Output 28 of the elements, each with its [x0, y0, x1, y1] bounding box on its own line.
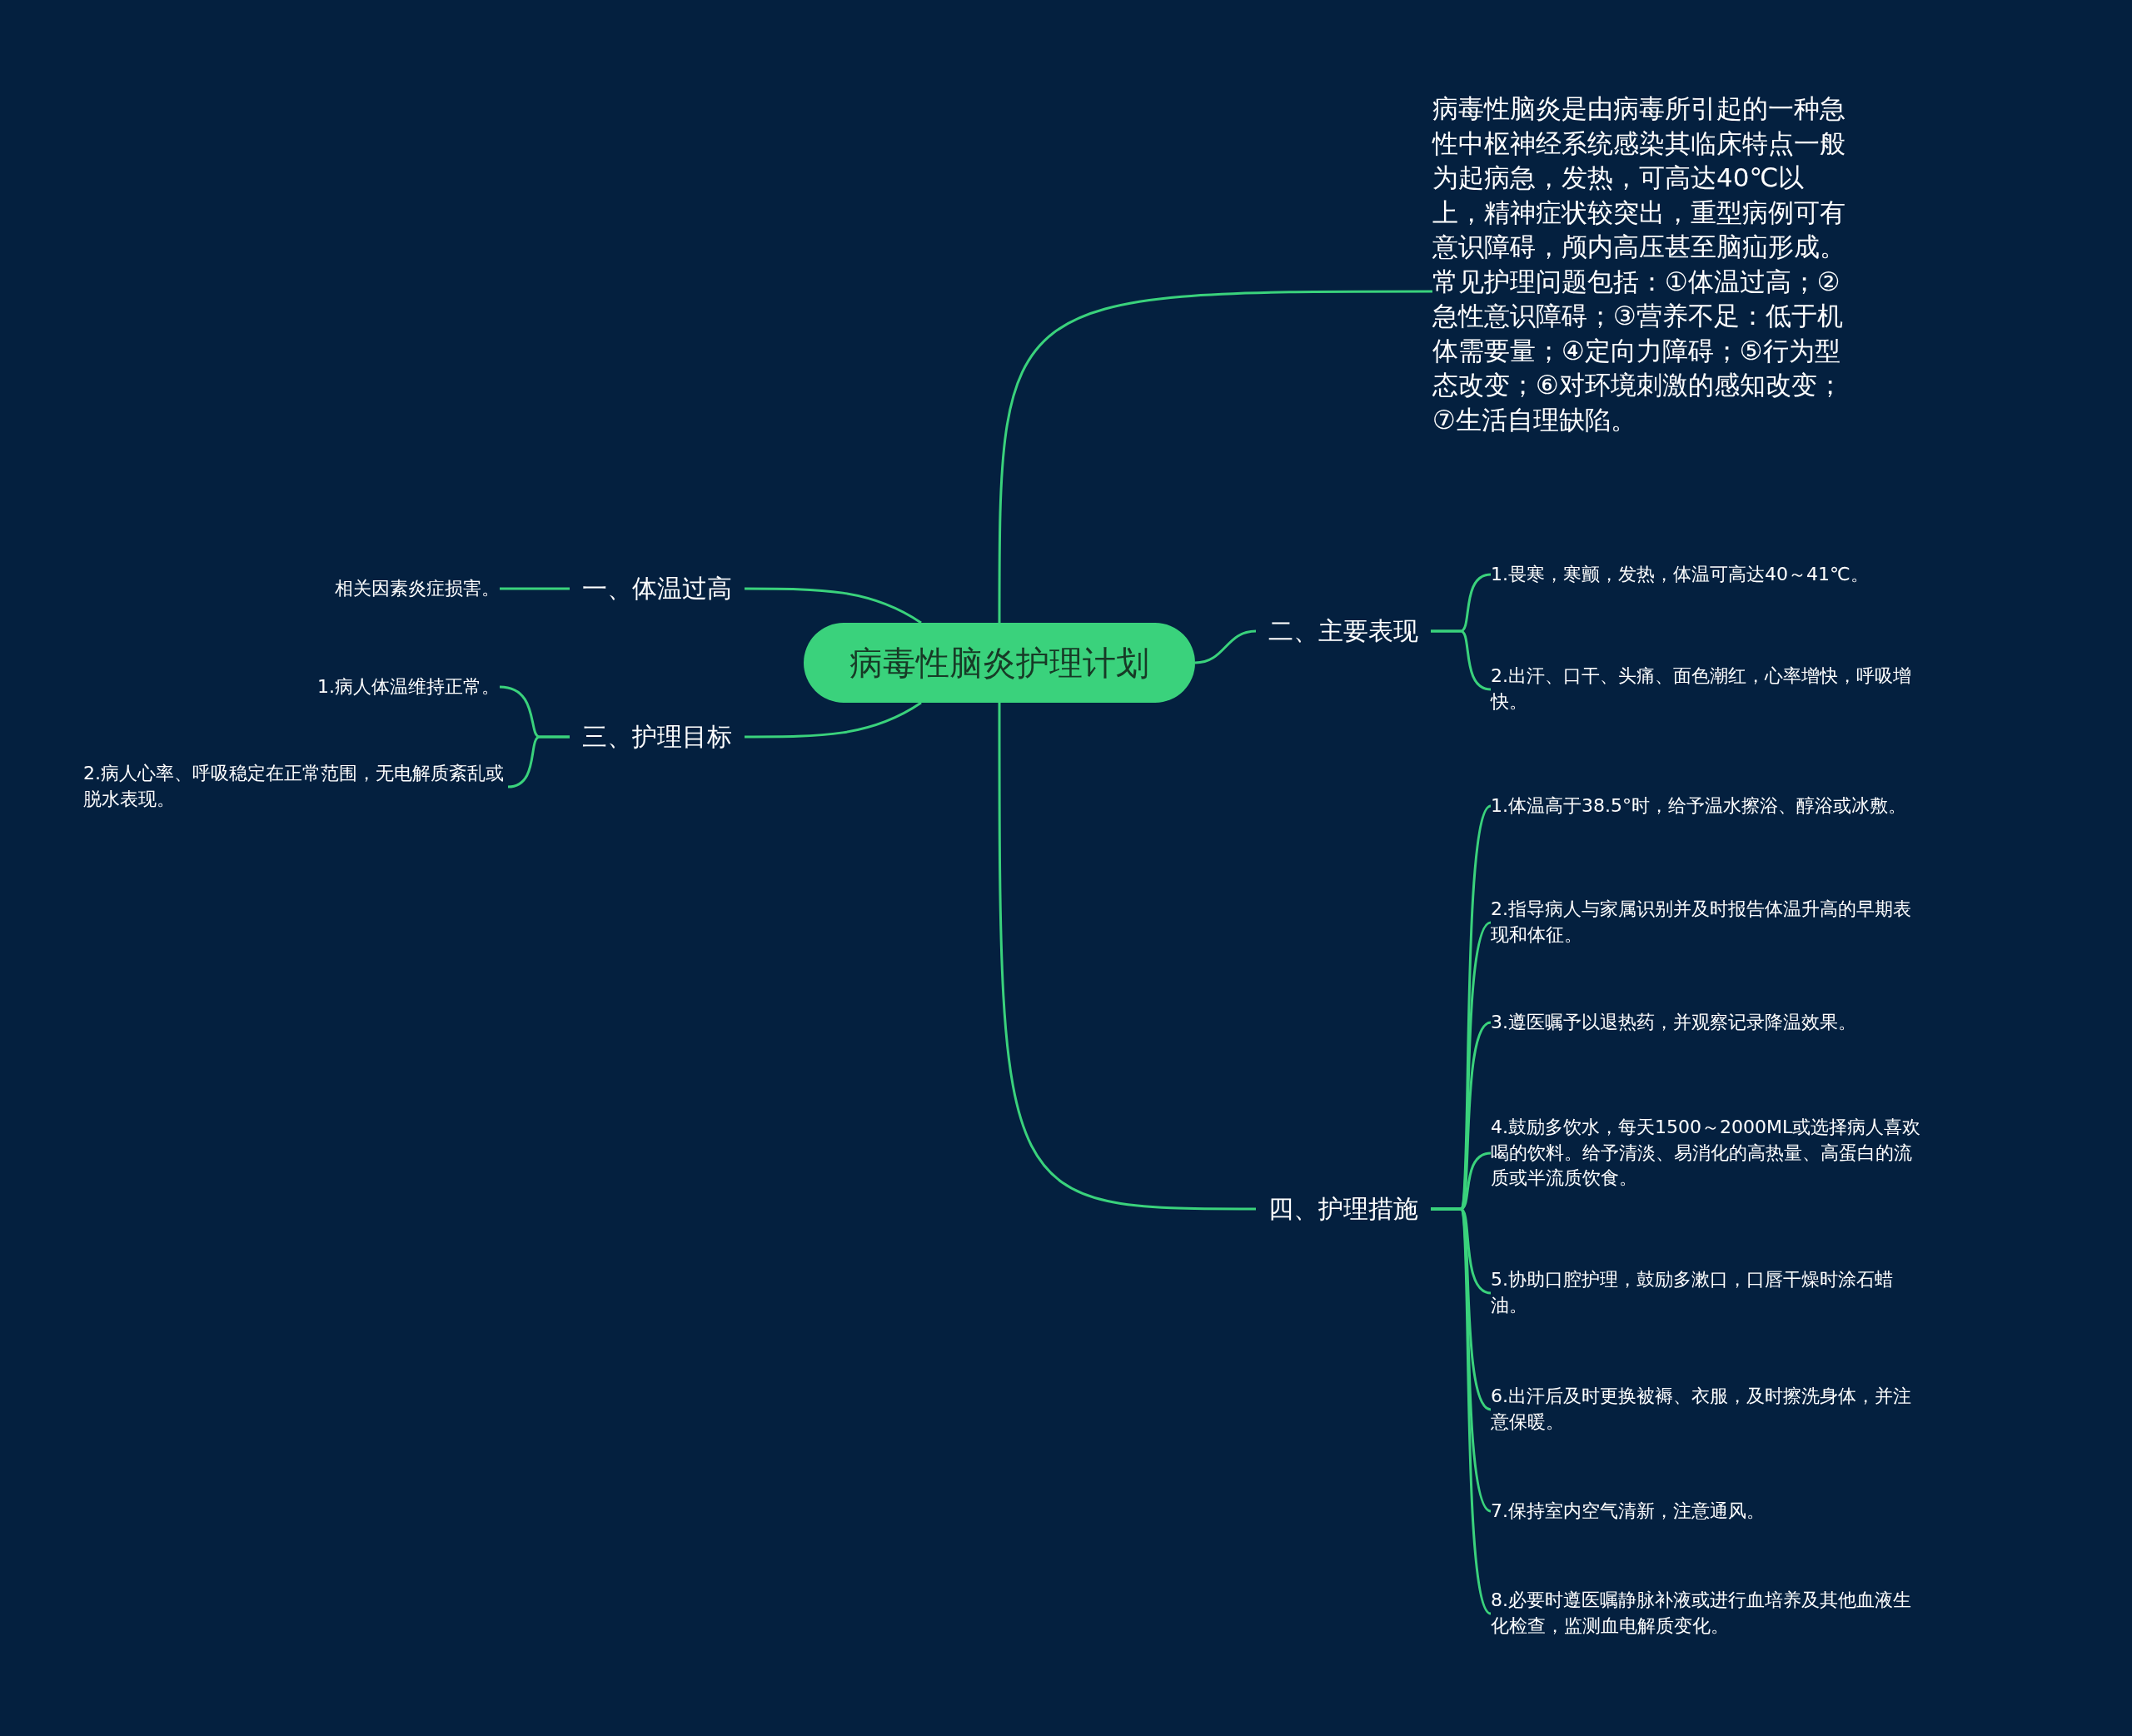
- leaf-text: 2.指导病人与家属识别并及时报告体温升高的早期表现和体征。: [1491, 895, 1924, 950]
- branch-topic: 一、体温过高: [570, 568, 745, 609]
- leaf-text: 2.出汗、口干、头痛、面色潮红，心率增快，呼吸增快。: [1491, 662, 1924, 717]
- leaf-text: 3.遵医嘱予以退热药，并观察记录降温效果。: [1491, 1006, 1924, 1039]
- connector-line: [1431, 629, 1492, 691]
- connector-line: [1431, 1207, 1492, 1614]
- connector-line: [998, 703, 1256, 1211]
- leaf-text: 6.出汗后及时更换被褥、衣服，及时擦洗身体，并注意保暖。: [1491, 1382, 1924, 1437]
- leaf-text: 2.病人心率、呼吸稳定在正常范围，无电解质紊乱或脱水表现。: [83, 759, 508, 814]
- branch-topic: 四、护理措施: [1256, 1188, 1431, 1230]
- description-text: 病毒性脑炎是由病毒所引起的一种急性中枢神经系统感染其临床特点一般为起病急，发热，可高达40℃以上，精神症状较突出，重型病例可有意识障碍，颅内高压甚至脑疝形成。常见护理问题包括：①体温过高；②急性意识障碍；③营养不足：低于机体需要量；④定向力障碍；⑤行为型态改变；⑥对环境刺激的感知改变；⑦生活自理缺陷。: [1432, 92, 1849, 491]
- leaf-text: 1.体温高于38.5°时，给予温水擦浴、醇浴或冰敷。: [1491, 778, 1924, 833]
- leaf-text: 相关因素炎症损害。: [300, 574, 500, 604]
- connector-line: [745, 587, 922, 624]
- leaf-text: 1.病人体温维持正常。: [283, 672, 500, 702]
- leaf-text: 5.协助口腔护理，鼓励多漱口，口唇干燥时涂石蜡油。: [1491, 1266, 1924, 1321]
- leaf-text: 8.必要时遵医嘱静脉补液或进行血培养及其他血液生化检查，监测血电解质变化。: [1491, 1586, 1924, 1641]
- branch-topic: 三、护理目标: [570, 716, 745, 758]
- leaf-text: 7.保持室内空气清新，注意通风。: [1491, 1495, 1924, 1528]
- connector-line: [1194, 629, 1257, 664]
- connector-line: [507, 735, 570, 788]
- connector-line: [998, 290, 1432, 623]
- central-topic: 病毒性脑炎护理计划: [804, 623, 1195, 703]
- connector-line: [500, 587, 570, 590]
- leaf-text: 4.鼓励多饮水，每天1500～2000ML或选择病人喜欢喝的饮料。给予清淡、易消化的高热量、高蛋白的流质或半流质饮食。: [1491, 1099, 1924, 1207]
- connector-line: [745, 701, 922, 739]
- leaf-text: 1.畏寒，寒颤，发热，体温可高达40～41℃。: [1491, 541, 1924, 608]
- branch-topic: 二、主要表现: [1256, 610, 1431, 652]
